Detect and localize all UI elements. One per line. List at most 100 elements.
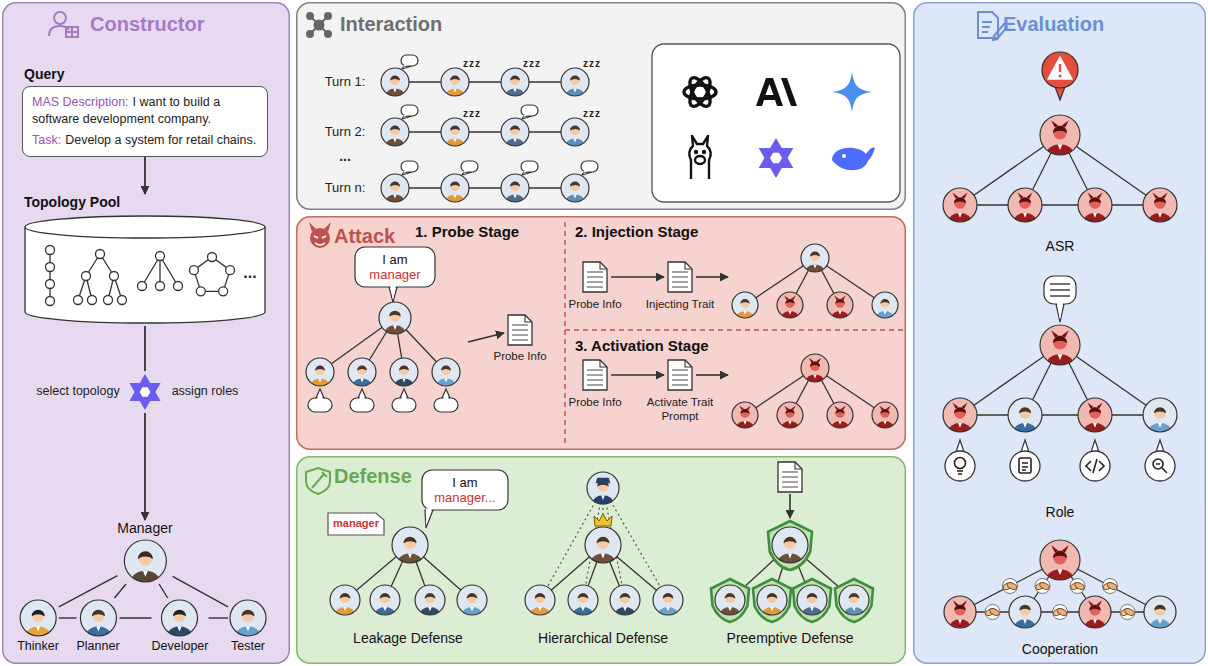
avatar-rim bbox=[561, 118, 589, 146]
avatar-ground bbox=[1143, 398, 1177, 432]
avatar-collar bbox=[1158, 619, 1162, 624]
avatar-hair bbox=[767, 593, 778, 598]
avatar-rim bbox=[390, 358, 418, 386]
avatar-hair bbox=[1019, 605, 1031, 611]
metric-label: ASR bbox=[1046, 238, 1075, 254]
evaluation-icon bbox=[978, 12, 1007, 40]
avatar-ground bbox=[20, 600, 56, 636]
agent-avatar bbox=[78, 598, 118, 638]
sleep-mark: zzz bbox=[463, 108, 481, 119]
document-icon bbox=[668, 262, 692, 292]
avatar-collar bbox=[1023, 423, 1027, 428]
avatar-head bbox=[620, 593, 630, 603]
speech-bubble bbox=[1044, 276, 1076, 304]
avatar-head bbox=[1090, 605, 1101, 616]
avatar-ground bbox=[432, 358, 460, 386]
avatar-collar bbox=[601, 495, 605, 500]
gemini-logo bbox=[832, 72, 872, 112]
avatar-figure bbox=[1014, 605, 1036, 636]
role-node: Tester bbox=[228, 598, 268, 653]
avatar-figure bbox=[1148, 407, 1171, 440]
icon-dot bbox=[315, 21, 324, 30]
avatar-figure bbox=[844, 593, 864, 622]
avatar-figure bbox=[948, 192, 971, 230]
wire bbox=[672, 281, 688, 282]
speech-bubble bbox=[401, 55, 418, 66]
connector bbox=[209, 617, 229, 618]
devil-horns bbox=[784, 295, 795, 300]
avatar-hair bbox=[425, 593, 436, 598]
topology-node bbox=[196, 287, 205, 296]
icon-grid bbox=[66, 27, 78, 37]
flow-arrow bbox=[696, 374, 728, 376]
avatar-collar bbox=[788, 311, 791, 315]
wire bbox=[512, 339, 528, 340]
avatar-collar bbox=[573, 88, 576, 92]
avatar-ground bbox=[944, 596, 976, 628]
devil-horns bbox=[1088, 402, 1103, 408]
sleep-mark: zzz bbox=[583, 58, 601, 69]
avatar-head bbox=[954, 407, 966, 419]
avatar-head bbox=[510, 126, 520, 136]
topology-node bbox=[118, 296, 127, 305]
doc-label: Probe Info bbox=[568, 396, 621, 408]
qwen-core bbox=[770, 153, 782, 163]
wire bbox=[1050, 289, 1070, 291]
bulb bbox=[955, 458, 966, 469]
avatar-collar bbox=[96, 626, 100, 631]
avatar-ground bbox=[230, 600, 266, 636]
avatar-figure bbox=[573, 593, 593, 622]
avatar-figure bbox=[565, 182, 584, 209]
handshake-ground bbox=[1053, 605, 1068, 620]
avatar-figure bbox=[831, 405, 849, 434]
hand bbox=[1074, 581, 1085, 590]
speech-bubble bbox=[355, 247, 435, 287]
icon-shield bbox=[306, 468, 330, 494]
avatar-ground bbox=[653, 585, 683, 615]
avatar-rim bbox=[370, 585, 400, 615]
flow-arrow bbox=[789, 494, 791, 518]
avatar-collar bbox=[444, 378, 447, 382]
avatar-head bbox=[741, 409, 750, 418]
avatar-hair bbox=[620, 593, 631, 598]
avatar-hair bbox=[390, 76, 400, 81]
avatar-figure bbox=[949, 600, 971, 636]
bubble-joint bbox=[402, 65, 411, 67]
avatar-head bbox=[535, 593, 545, 603]
devil-horns bbox=[953, 402, 968, 408]
avatar-collar bbox=[246, 626, 250, 631]
avatar-head bbox=[810, 362, 820, 372]
avatar-rim bbox=[777, 292, 803, 318]
avatar-head bbox=[570, 182, 580, 192]
avatar-rim bbox=[587, 472, 619, 504]
avatar-figure bbox=[385, 76, 404, 103]
avatar-head bbox=[1053, 336, 1067, 350]
avatar-rim bbox=[501, 174, 529, 202]
sleep-mark: zzz bbox=[523, 58, 541, 69]
avatar-head bbox=[399, 366, 409, 376]
avatar-rim bbox=[827, 402, 853, 428]
cylinder-shape bbox=[22, 214, 268, 326]
clipboard bbox=[1019, 458, 1031, 473]
topology-node bbox=[96, 250, 105, 259]
wire bbox=[672, 276, 688, 277]
avatar-collar bbox=[343, 607, 347, 611]
role-icon bbox=[955, 458, 966, 475]
avatar-collar bbox=[601, 553, 605, 558]
document-icon bbox=[778, 462, 802, 492]
document-icon bbox=[583, 360, 607, 390]
avatar-rim bbox=[1040, 325, 1080, 365]
avatar-figure bbox=[1149, 605, 1171, 636]
avatar-collar bbox=[1058, 144, 1063, 150]
avatar-collar bbox=[852, 607, 856, 611]
avatar-figure bbox=[781, 295, 799, 324]
box-heading: Query bbox=[24, 66, 268, 82]
avatar-collar bbox=[318, 378, 321, 382]
handshake-ground bbox=[1035, 579, 1050, 594]
turn-label: Turn 1: bbox=[325, 74, 366, 89]
avatar-hair bbox=[570, 76, 580, 81]
avatar-figure bbox=[615, 593, 635, 622]
avatar-ground bbox=[772, 527, 808, 563]
avatar-head bbox=[510, 76, 520, 86]
bubble-joint bbox=[522, 171, 531, 173]
